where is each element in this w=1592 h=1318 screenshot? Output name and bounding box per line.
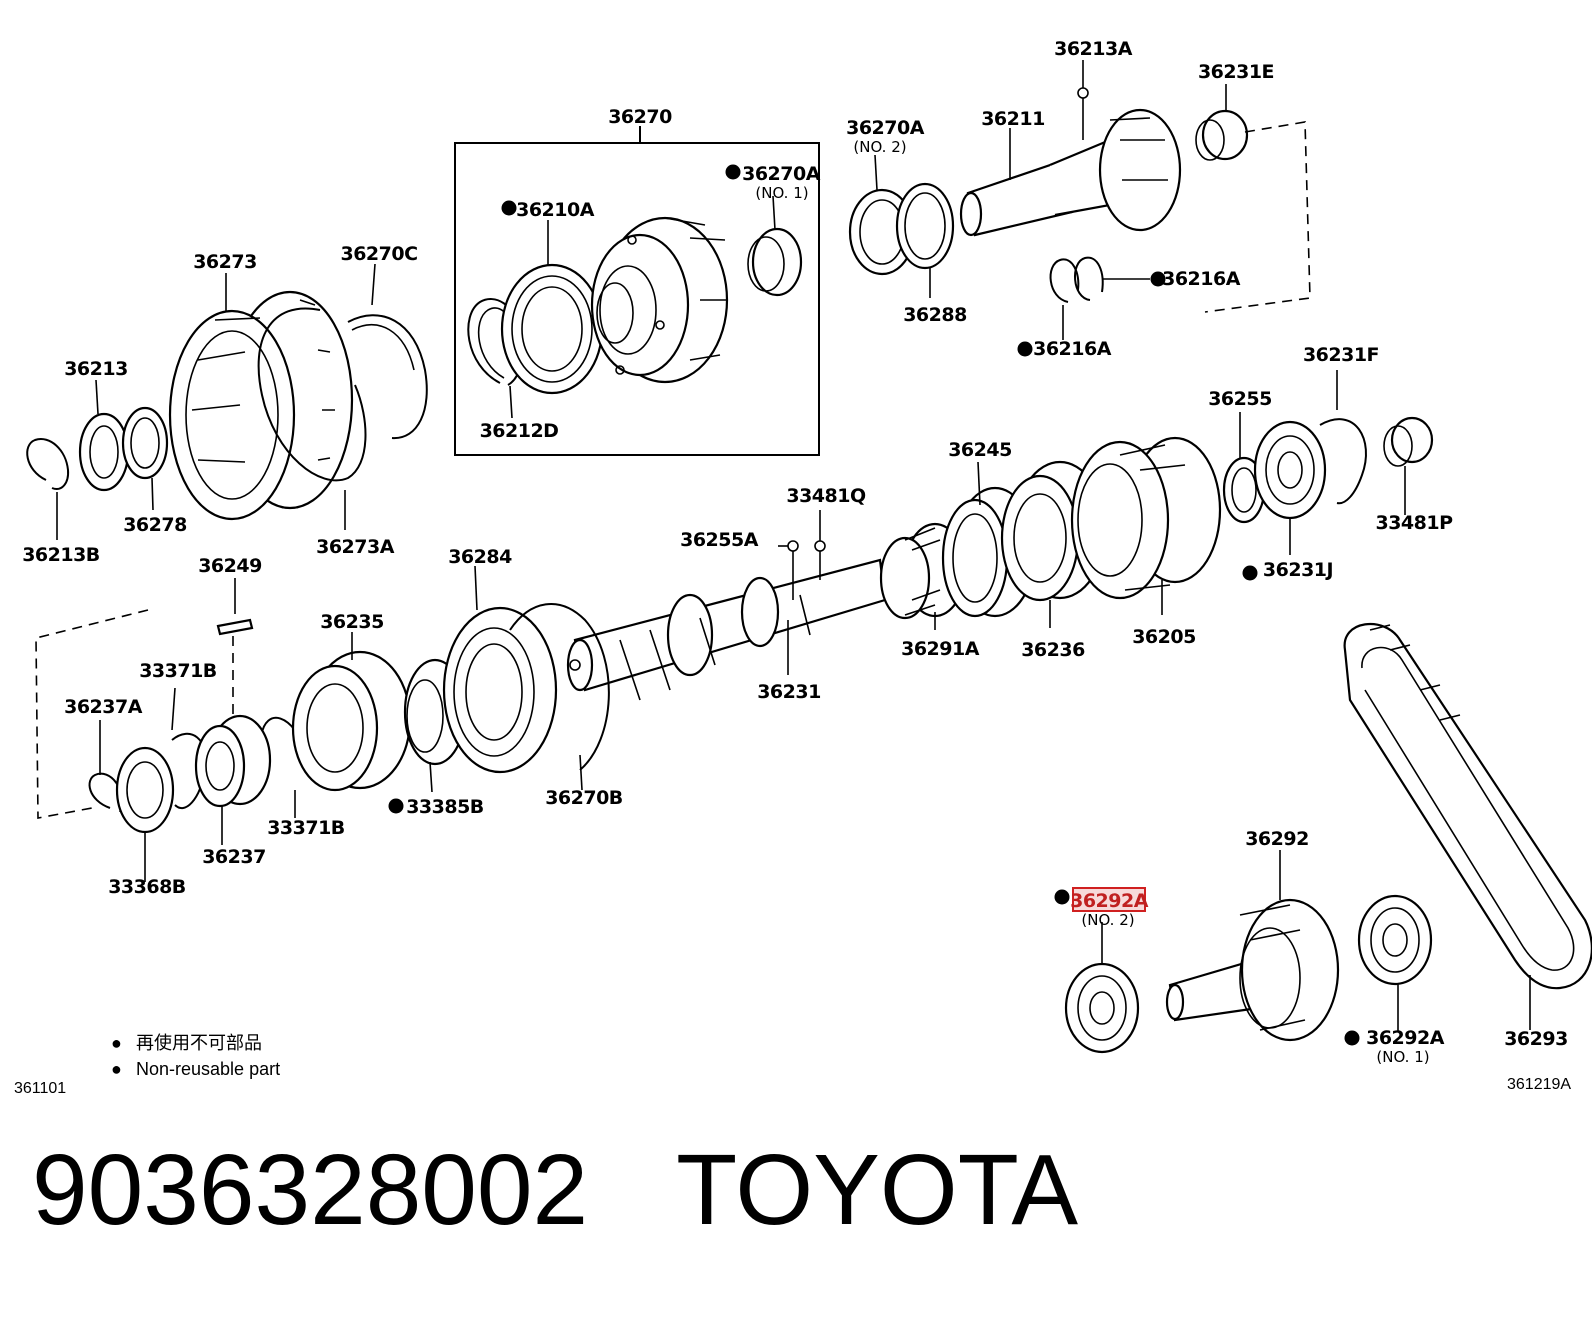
label-36216A-a: 36216A — [1162, 268, 1241, 290]
part-labels: 36270 36213A 36231E 36270A (NO. 2) 36211… — [22, 38, 1568, 1066]
drive-sprocket-36205 — [1070, 436, 1222, 615]
label-36213A: 36213A — [1054, 38, 1133, 60]
label-33481P: 33481P — [1375, 512, 1453, 534]
legend-japanese: 再使用不可部品 — [136, 1033, 262, 1053]
bearing-36231J — [1242, 420, 1327, 581]
label-no2-36270A: (NO. 2) — [853, 138, 906, 156]
gear-36235 — [291, 632, 412, 792]
label-36205: 36205 — [1132, 626, 1196, 648]
gear-36284 — [442, 565, 558, 774]
legend-dot-1: ● — [111, 1033, 122, 1053]
part-number: 9036328002 — [32, 1134, 589, 1246]
label-33371B-b: 33371B — [267, 817, 345, 839]
thrust-bearing-36278 — [121, 406, 169, 511]
bearing-36231E — [1195, 84, 1249, 161]
input-shaft-36231 — [566, 558, 887, 701]
label-33481Q: 33481Q — [786, 485, 866, 507]
label-36270A-no2: 36270A — [846, 117, 925, 139]
label-36210A: 36210A — [516, 199, 595, 221]
label-no1-36292A: (NO. 1) — [1376, 1048, 1429, 1066]
label-36291A: 36291A — [901, 638, 980, 660]
legend-dot-2: ● — [111, 1059, 122, 1079]
label-36270: 36270 — [608, 106, 672, 128]
transfer-gear-exploded-diagram: 36270 36213A 36231E 36270A (NO. 2) 36211… — [14, 38, 1592, 1097]
bearing-36210A — [500, 220, 604, 395]
leader-dashed-33368B — [35, 609, 149, 819]
leader-dashed-36231E — [1204, 121, 1311, 313]
label-36273A: 36273A — [316, 536, 395, 558]
snap-ring-36270B — [509, 603, 610, 791]
label-36293: 36293 — [1504, 1028, 1568, 1050]
label-36278: 36278 — [123, 514, 187, 536]
label-33385B: 33385B — [406, 796, 484, 818]
label-36288: 36288 — [903, 304, 967, 326]
label-no1-36270A: (NO. 1) — [755, 184, 808, 202]
synchro-ring-33368B — [115, 746, 175, 882]
label-36292A-no1: 36292A — [1366, 1027, 1445, 1049]
label-36249: 36249 — [198, 555, 262, 577]
bearing-33481P — [1383, 416, 1434, 515]
planetary-assembly-box — [454, 126, 820, 456]
legend-english: Non-reusable part — [136, 1059, 280, 1079]
label-no2-36292A: (NO. 2) — [1081, 911, 1134, 929]
label-36255: 36255 — [1208, 388, 1272, 410]
label-36235: 36235 — [320, 611, 384, 633]
small-dots-36255A-33481Q — [778, 510, 826, 600]
label-33371B-a: 33371B — [139, 660, 217, 682]
nonreusable-dot-36210A — [501, 200, 517, 216]
highlight-box-36292A — [1072, 887, 1146, 912]
label-36216A-b: 36216A — [1033, 338, 1112, 360]
needle-bearing-36291A — [879, 522, 967, 630]
label-36270C: 36270C — [340, 243, 417, 265]
label-36245: 36245 — [948, 439, 1012, 461]
label-36236: 36236 — [1021, 639, 1085, 661]
label-36231E: 36231E — [1198, 61, 1274, 83]
snap-ring-36213B — [26, 438, 70, 540]
label-36211: 36211 — [981, 108, 1045, 130]
brand-name: TOYOTA — [676, 1134, 1079, 1246]
ring-36255 — [1222, 412, 1266, 524]
hub-sleeve-36237 — [194, 714, 272, 845]
driven-sprocket-36292 — [1165, 850, 1340, 1042]
illustration-code-right: 361219A — [1507, 1076, 1571, 1093]
label-36292: 36292 — [1245, 828, 1309, 850]
label-36213B: 36213B — [22, 544, 100, 566]
snap-ring-36288 — [895, 182, 955, 298]
label-36270A-no1: 36270A — [742, 163, 821, 185]
snap-ring-36231F — [1319, 370, 1367, 505]
label-36237: 36237 — [202, 846, 266, 868]
illustration-code-left: 361101 — [14, 1080, 66, 1097]
label-36284: 36284 — [448, 546, 512, 568]
drive-chain-36293 — [1343, 622, 1592, 1030]
label-36273: 36273 — [193, 251, 257, 273]
snap-rings-36216A — [1017, 256, 1166, 357]
label-36213: 36213 — [64, 358, 128, 380]
label-33368B: 33368B — [108, 876, 186, 898]
label-36231J: 36231J — [1263, 559, 1333, 581]
label-36237A: 36237A — [64, 696, 143, 718]
output-shaft-36211 — [959, 108, 1182, 237]
label-36231: 36231 — [757, 681, 821, 703]
label-36212D: 36212D — [480, 420, 559, 442]
needle-bearing-36270A-no1 — [747, 195, 803, 297]
key-36249 — [216, 578, 254, 720]
label-36231F: 36231F — [1303, 344, 1379, 366]
snap-ring-36270C — [347, 263, 428, 440]
bearing-36292A-no1 — [1344, 894, 1433, 1046]
snap-ring-36273A — [257, 307, 367, 530]
dot-36213A — [1077, 60, 1089, 140]
label-36270B: 36270B — [545, 787, 623, 809]
thrust-washer-36213 — [78, 379, 130, 492]
ring-gear-36273 — [168, 273, 354, 521]
label-36292A-no2-highlighted: 36292A — [1070, 890, 1149, 912]
planetary-carrier-36270 — [590, 216, 729, 384]
legend: ● 再使用不可部品 ● Non-reusable part — [111, 1033, 280, 1079]
nonreusable-dot-36270A — [725, 164, 741, 180]
label-36255A: 36255A — [680, 529, 759, 551]
bearing-36292A-no2 — [1054, 889, 1140, 1054]
